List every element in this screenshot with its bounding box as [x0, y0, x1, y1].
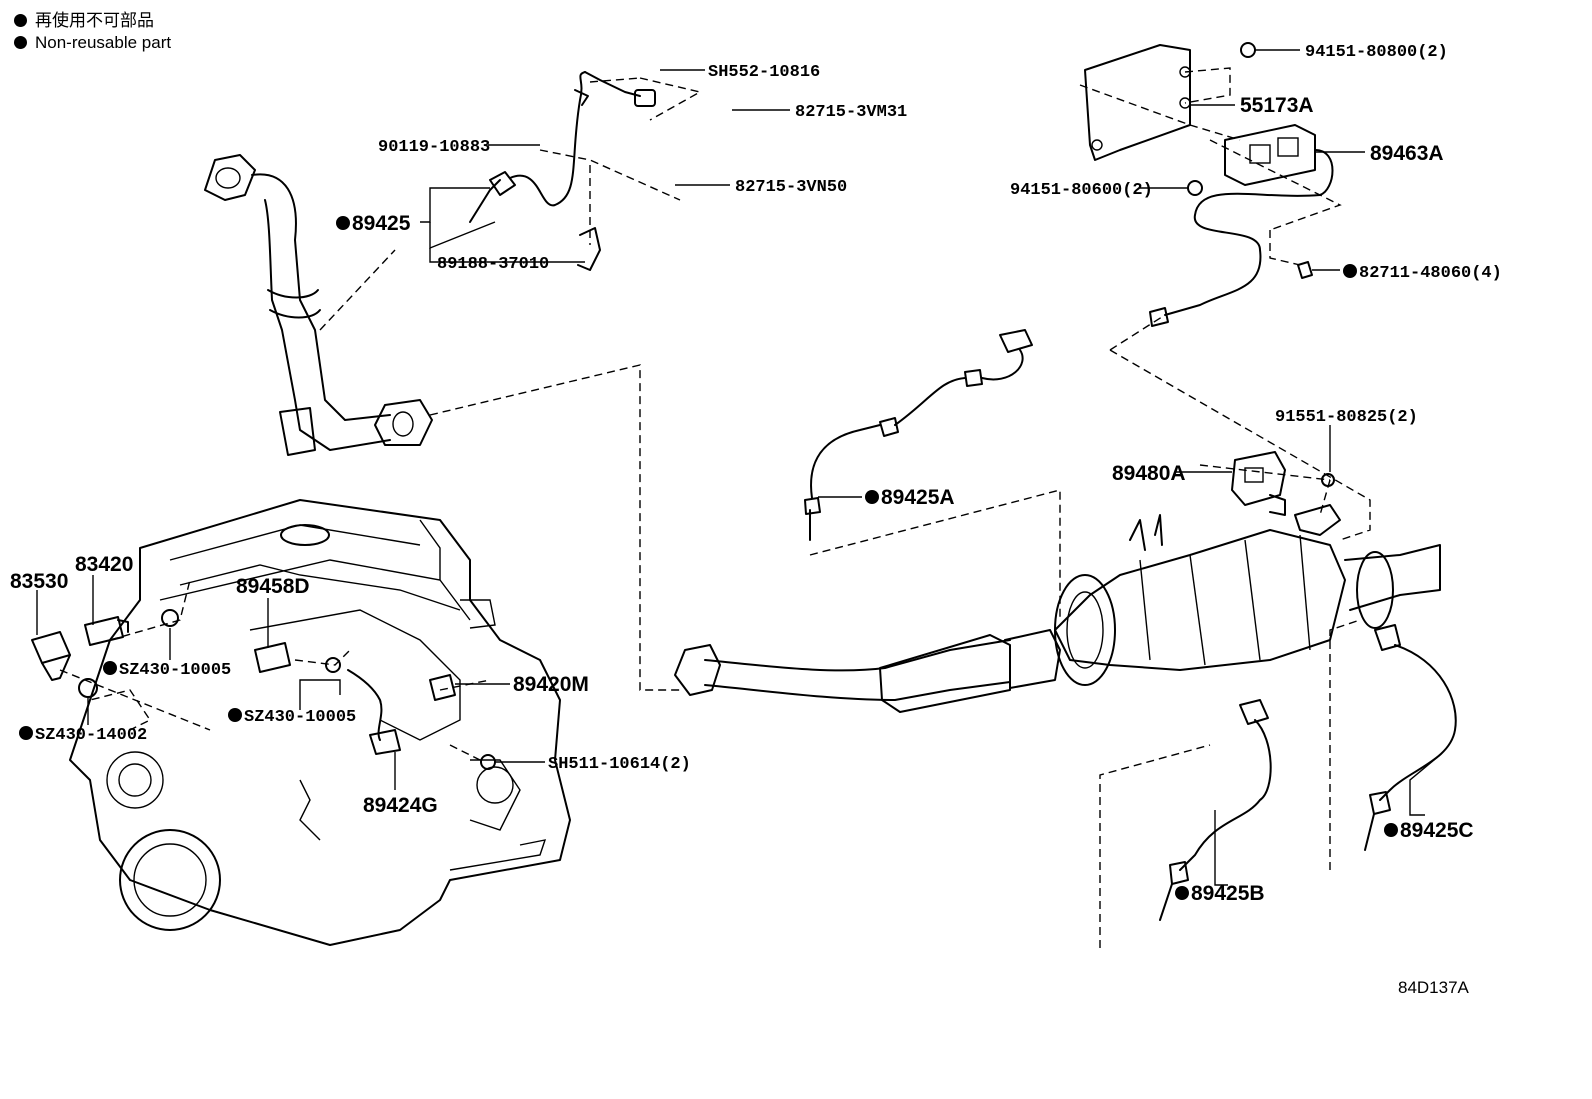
pressure-sensor-89480a-drawing — [1231, 451, 1335, 516]
non-reusable-bullet-icon — [1384, 823, 1398, 837]
legend-text-english: Non-reusable part — [35, 33, 172, 52]
label-91551-80825: 91551-80825(2) — [1275, 408, 1418, 427]
legend-row-japanese: 再使用不可部品 — [14, 10, 171, 32]
non-reusable-bullet-icon — [1343, 264, 1357, 278]
label-sh511-10614: SH511-10614(2) — [548, 755, 691, 774]
bullet-icon — [14, 14, 27, 27]
label-89425b: 89425B — [1191, 882, 1265, 905]
figure-id: 84D137A — [1398, 978, 1470, 997]
non-reusable-bullet-icon — [228, 708, 242, 722]
non-reusable-bullet-icon — [336, 216, 350, 230]
non-reusable-bullet-icon — [19, 726, 33, 740]
label-sz430-14002: SZ430-14002 — [35, 726, 147, 745]
label-82715-3vm31: 82715-3VM31 — [795, 103, 907, 122]
engine-block-drawing — [69, 499, 571, 946]
sensor-89425a-drawing — [804, 329, 1033, 541]
label-55173a: 55173A — [1240, 94, 1314, 117]
label-sz430-10005-lower: SZ430-10005 — [244, 708, 356, 727]
label-89480a: 89480A — [1112, 462, 1186, 485]
label-82715-3vn50: 82715-3VN50 — [735, 178, 847, 197]
label-83530: 83530 — [10, 570, 68, 593]
label-83420: 83420 — [75, 553, 133, 576]
leader-lines — [36, 49, 1441, 886]
label-89425: 89425 — [352, 212, 411, 235]
dashed-connection-lines — [59, 67, 1371, 948]
legend-row-english: Non-reusable part — [14, 32, 171, 54]
label-94151-80600: 94151-80600(2) — [1010, 181, 1153, 200]
legend-text-japanese: 再使用不可部品 — [35, 11, 154, 30]
non-reusable-bullet-icon — [103, 661, 117, 675]
label-89425a: 89425A — [881, 486, 955, 509]
label-89463a: 89463A — [1370, 142, 1444, 165]
sensor-89425-drawing — [469, 71, 656, 271]
label-89420m: 89420M — [513, 673, 589, 696]
label-89425c: 89425C — [1400, 819, 1474, 842]
label-89188-37010: 89188-37010 — [437, 255, 549, 274]
label-90119-10883: 90119-10883 — [378, 138, 490, 157]
label-sh552-10816: SH552-10816 — [708, 63, 820, 82]
nox-sensor-module-drawing — [1084, 42, 1334, 327]
sensor-89425b-89425c-drawing — [1159, 624, 1457, 921]
non-reusable-bullet-icon — [865, 490, 879, 504]
label-82711-48060: 82711-48060(4) — [1359, 264, 1502, 283]
engine-sensors-drawing — [31, 609, 496, 770]
label-sz430-10005-upper: SZ430-10005 — [119, 661, 231, 680]
part-labels: SH552-10816 82715-3VM31 90119-10883 8271… — [10, 43, 1502, 997]
non-reusable-bullet-icon — [1175, 886, 1189, 900]
label-89458d: 89458D — [236, 575, 310, 598]
legend: 再使用不可部品 Non-reusable part — [14, 10, 171, 54]
front-exhaust-pipe-drawing — [204, 154, 433, 456]
exhaust-dpf-drawing — [674, 504, 1441, 713]
bullet-icon — [14, 36, 27, 49]
label-94151-80800: 94151-80800(2) — [1305, 43, 1448, 62]
label-89424g: 89424G — [363, 794, 438, 817]
